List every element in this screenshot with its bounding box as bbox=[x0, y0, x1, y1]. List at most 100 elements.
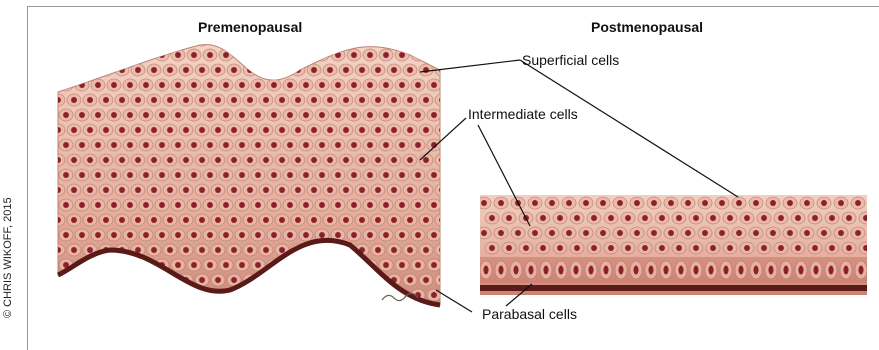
cell-nucleus bbox=[303, 202, 309, 208]
cell-nucleus bbox=[319, 292, 325, 298]
epithelial-cell bbox=[163, 34, 177, 46]
cell-nucleus bbox=[319, 262, 325, 268]
cell-nucleus bbox=[367, 232, 373, 238]
cell-nucleus bbox=[247, 97, 253, 103]
cell-nucleus bbox=[103, 157, 109, 163]
epithelial-cell bbox=[75, 49, 89, 61]
cell-nucleus bbox=[239, 112, 245, 118]
cell-nucleus bbox=[327, 157, 333, 163]
cell-nucleus bbox=[303, 292, 309, 298]
cell-nucleus bbox=[223, 232, 229, 238]
cell-nucleus bbox=[199, 67, 205, 73]
cell-nucleus bbox=[583, 200, 589, 206]
cell-nucleus bbox=[87, 67, 93, 73]
cell-nucleus bbox=[119, 67, 125, 73]
cell-nucleus bbox=[287, 292, 293, 298]
epithelial-cell bbox=[299, 49, 313, 61]
cell-nucleus bbox=[812, 245, 818, 251]
cell-nucleus bbox=[239, 52, 245, 58]
cell-nucleus bbox=[127, 142, 133, 148]
epithelial-cell bbox=[291, 34, 305, 46]
cell-nucleus bbox=[103, 277, 109, 283]
epithelial-cell bbox=[411, 49, 425, 61]
epithelial-cell bbox=[91, 259, 105, 271]
cell-nucleus bbox=[351, 82, 357, 88]
leader-superficial-pre bbox=[420, 60, 520, 72]
cell-nucleus bbox=[804, 230, 810, 236]
cell-nucleus bbox=[207, 82, 213, 88]
cell-nucleus bbox=[603, 266, 608, 275]
cell-nucleus bbox=[838, 230, 844, 236]
cell-nucleus bbox=[71, 37, 77, 43]
cell-nucleus bbox=[431, 202, 437, 208]
cell-nucleus bbox=[159, 52, 165, 58]
epithelial-cell bbox=[427, 49, 441, 61]
cell-nucleus bbox=[770, 230, 776, 236]
epithelial-cell bbox=[123, 49, 137, 61]
cell-nucleus bbox=[279, 127, 285, 133]
cell-nucleus bbox=[693, 266, 698, 275]
cell-nucleus bbox=[447, 172, 453, 178]
cell-nucleus bbox=[151, 187, 157, 193]
cell-nucleus bbox=[135, 277, 141, 283]
cell-nucleus bbox=[319, 142, 325, 148]
cell-nucleus bbox=[103, 127, 109, 133]
cell-nucleus bbox=[702, 200, 708, 206]
cell-nucleus bbox=[634, 230, 640, 236]
cell-nucleus bbox=[55, 217, 61, 223]
epithelial-cell bbox=[83, 64, 97, 76]
cell-nucleus bbox=[255, 52, 261, 58]
cell-nucleus bbox=[431, 262, 437, 268]
cell-nucleus bbox=[191, 232, 197, 238]
cell-nucleus bbox=[375, 127, 381, 133]
cell-nucleus bbox=[191, 172, 197, 178]
cell-nucleus bbox=[676, 215, 682, 221]
cell-nucleus bbox=[95, 142, 101, 148]
cell-nucleus bbox=[659, 215, 665, 221]
cell-nucleus bbox=[829, 245, 835, 251]
cell-nucleus bbox=[351, 202, 357, 208]
cell-nucleus bbox=[127, 262, 133, 268]
cell-nucleus bbox=[199, 217, 205, 223]
cell-nucleus bbox=[608, 215, 614, 221]
cell-nucleus bbox=[367, 292, 373, 298]
cell-nucleus bbox=[215, 127, 221, 133]
epithelial-cell bbox=[67, 64, 81, 76]
cell-nucleus bbox=[263, 217, 269, 223]
cell-nucleus bbox=[383, 172, 389, 178]
cell-nucleus bbox=[423, 247, 429, 253]
cell-nucleus bbox=[588, 266, 593, 275]
cell-nucleus bbox=[761, 245, 767, 251]
cell-nucleus bbox=[311, 157, 317, 163]
cell-nucleus bbox=[63, 172, 69, 178]
cell-nucleus bbox=[151, 127, 157, 133]
cell-nucleus bbox=[343, 187, 349, 193]
cell-nucleus bbox=[263, 187, 269, 193]
cell-nucleus bbox=[383, 112, 389, 118]
cell-nucleus bbox=[103, 217, 109, 223]
cell-nucleus bbox=[95, 292, 101, 298]
cell-nucleus bbox=[423, 37, 429, 43]
cell-nucleus bbox=[383, 232, 389, 238]
cell-nucleus bbox=[335, 232, 341, 238]
epithelial-cell bbox=[435, 34, 449, 46]
epithelial-cell bbox=[267, 289, 281, 301]
cell-nucleus bbox=[239, 262, 245, 268]
cell-nucleus bbox=[255, 202, 261, 208]
cell-nucleus bbox=[175, 52, 181, 58]
epithelial-cell bbox=[443, 199, 457, 211]
cell-nucleus bbox=[239, 292, 245, 298]
cell-nucleus bbox=[617, 200, 623, 206]
cell-nucleus bbox=[719, 200, 725, 206]
epithelial-cell bbox=[243, 34, 257, 46]
cell-nucleus bbox=[287, 262, 293, 268]
cell-nucleus bbox=[279, 37, 285, 43]
cell-nucleus bbox=[191, 292, 197, 298]
epithelial-cell bbox=[275, 34, 289, 46]
cell-nucleus bbox=[263, 67, 269, 73]
cell-nucleus bbox=[738, 266, 743, 275]
cell-nucleus bbox=[431, 292, 437, 298]
cell-nucleus bbox=[668, 230, 674, 236]
cell-nucleus bbox=[183, 247, 189, 253]
cell-nucleus bbox=[87, 217, 93, 223]
